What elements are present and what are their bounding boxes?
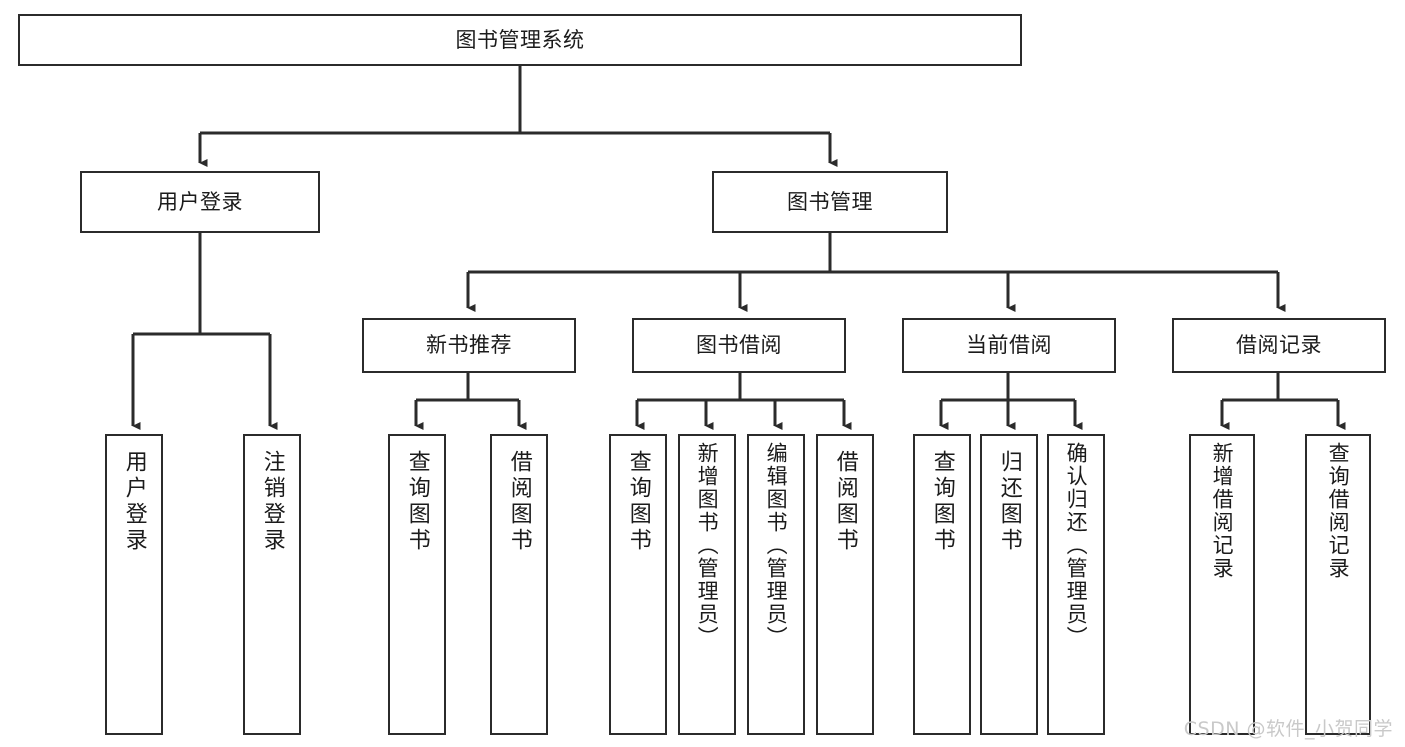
node-book-borrow[interactable]: 图书借阅	[632, 318, 846, 373]
node-book-management-label: 图书管理	[787, 189, 873, 214]
leaf-add-borrow-record[interactable]: 新增借阅记录	[1189, 434, 1255, 735]
leaf-query-borrow-record[interactable]: 查询借阅记录	[1305, 434, 1371, 735]
leaf-query-book-borrow-label: 查询图书	[625, 450, 651, 554]
leaf-logout-label: 注销登录	[259, 450, 285, 554]
leaf-confirm-return-admin[interactable]: 确认归还（管理员）	[1047, 434, 1105, 735]
leaf-query-book-current[interactable]: 查询图书	[913, 434, 971, 735]
node-new-book-recommend[interactable]: 新书推荐	[362, 318, 576, 373]
node-book-management[interactable]: 图书管理	[712, 171, 948, 233]
node-book-borrow-label: 图书借阅	[696, 333, 782, 358]
leaf-add-book-admin[interactable]: 新增图书（管理员）	[678, 434, 736, 735]
leaf-borrow-book[interactable]: 借阅图书	[816, 434, 874, 735]
watermark-text: CSDN @软件_小贺同学	[1183, 718, 1393, 740]
node-borrow-record-label: 借阅记录	[1236, 333, 1322, 358]
leaf-edit-book-admin-label: 编辑图书（管理员）	[764, 442, 789, 649]
leaf-add-borrow-record-label: 新增借阅记录	[1210, 442, 1235, 580]
leaf-edit-book-admin[interactable]: 编辑图书（管理员）	[747, 434, 805, 735]
node-new-book-recommend-label: 新书推荐	[426, 333, 512, 358]
node-root[interactable]: 图书管理系统	[18, 14, 1022, 66]
node-root-label: 图书管理系统	[455, 27, 585, 52]
node-user-login[interactable]: 用户登录	[80, 171, 320, 233]
leaf-query-book-current-label: 查询图书	[929, 450, 955, 554]
leaf-borrow-book-label: 借阅图书	[832, 450, 858, 554]
leaf-add-book-admin-label: 新增图书（管理员）	[695, 442, 720, 649]
node-user-login-label: 用户登录	[157, 189, 243, 214]
leaf-borrow-book-recommend-label: 借阅图书	[506, 450, 532, 554]
leaf-query-borrow-record-label: 查询借阅记录	[1326, 442, 1351, 580]
leaf-user-login-label: 用户登录	[121, 450, 147, 554]
leaf-borrow-book-recommend[interactable]: 借阅图书	[490, 434, 548, 735]
leaf-user-login[interactable]: 用户登录	[105, 434, 163, 735]
node-current-borrow-label: 当前借阅	[966, 333, 1052, 358]
leaf-logout[interactable]: 注销登录	[243, 434, 301, 735]
leaf-query-book-recommend[interactable]: 查询图书	[388, 434, 446, 735]
node-borrow-record[interactable]: 借阅记录	[1172, 318, 1386, 373]
leaf-confirm-return-admin-label: 确认归还（管理员）	[1064, 442, 1089, 649]
leaf-query-book-recommend-label: 查询图书	[404, 450, 430, 554]
node-current-borrow[interactable]: 当前借阅	[902, 318, 1116, 373]
leaf-return-book[interactable]: 归还图书	[980, 434, 1038, 735]
leaf-query-book-borrow[interactable]: 查询图书	[609, 434, 667, 735]
leaf-return-book-label: 归还图书	[996, 450, 1022, 554]
